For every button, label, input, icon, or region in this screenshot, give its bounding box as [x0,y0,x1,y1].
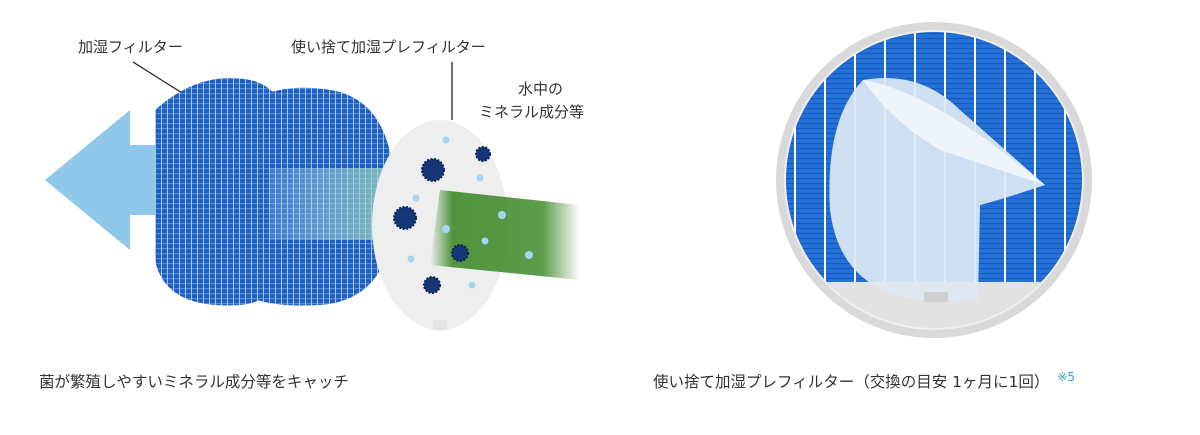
mineral-particles [393,146,491,294]
prefilter-label: 使い捨て加湿プレフィルター [291,38,486,56]
left-figure-panel: 加湿フィルター 使い捨て加湿プレフィルター 水中の ミネラル成分等 [39,38,585,391]
right-caption: 使い捨て加湿プレフィルター（交換の目安 1ヶ月に1回） ※5 [653,370,1075,392]
right-caption-text: 使い捨て加湿プレフィルター（交換の目安 1ヶ月に1回） [653,373,1050,392]
filter-diagram-illustration [45,61,580,330]
water-flow [430,190,580,280]
prefilter-photo-illustration [776,22,1092,338]
minerals-label-line2: ミネラル成分等 [479,103,585,121]
footnote-reference[interactable]: ※5 [1057,370,1076,384]
minerals-label-line1: 水中の [518,80,564,98]
water-particles [407,136,533,289]
right-figure-panel: 使い捨て加湿プレフィルター（交換の目安 1ヶ月に1回） ※5 [600,0,1200,435]
peeled-corner [863,80,1045,185]
left-caption: 菌が繁殖しやすいミネラル成分等をキャッチ [39,373,349,391]
prefilter-sheet [829,78,1045,302]
humidify-filter-label: 加湿フィルター [78,38,183,56]
